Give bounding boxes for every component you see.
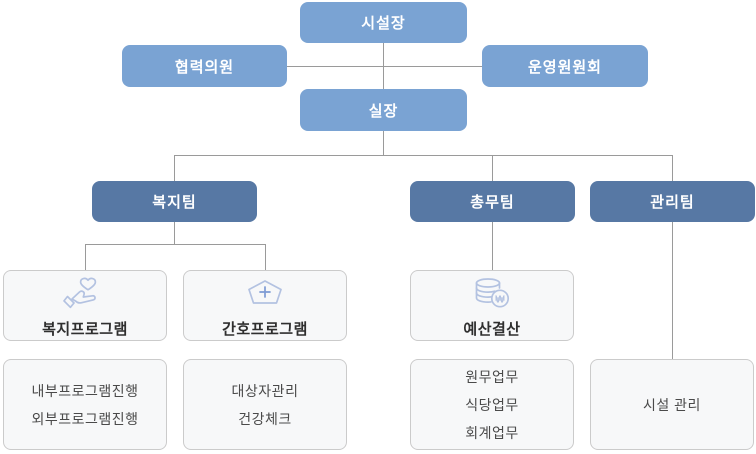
won-symbol: ₩ <box>495 295 505 306</box>
node-label: 관리팀 <box>650 194 695 211</box>
hand-holding-heart-icon <box>63 274 107 314</box>
node-cooperating-clinic: 협력의원 <box>122 45 287 87</box>
task-item: 식당업무 <box>465 396 519 413</box>
node-welfare-program: 복지프로그램 <box>3 270 167 341</box>
nurse-cap-cross-icon <box>243 274 287 314</box>
connector-line <box>492 155 493 181</box>
connector-line <box>174 155 175 181</box>
node-label: 간호프로그램 <box>222 321 308 338</box>
connector-line <box>174 155 672 156</box>
connector-line <box>287 66 482 67</box>
connector-line <box>383 131 384 155</box>
node-budget-settlement: ₩ 예산결산 <box>410 270 574 341</box>
connector-line <box>174 222 175 244</box>
node-label: 예산결산 <box>463 321 521 338</box>
coins-won-icon: ₩ <box>470 274 514 314</box>
connector-line <box>85 244 86 270</box>
connector-line <box>85 244 265 245</box>
task-item: 외부프로그램진행 <box>31 410 139 427</box>
node-general-affairs-team: 총무팀 <box>410 181 575 222</box>
node-label: 총무팀 <box>470 194 515 211</box>
task-item: 대상자관리 <box>231 382 299 399</box>
connector-line <box>672 155 673 181</box>
task-item: 내부프로그램진행 <box>31 382 139 399</box>
task-item: 회계업무 <box>465 424 519 441</box>
task-item: 건강체크 <box>238 410 292 427</box>
node-label: 복지팀 <box>152 194 197 211</box>
node-nursing-program: 간호프로그램 <box>183 270 347 341</box>
node-label: 복지프로그램 <box>42 321 128 338</box>
task-item: 시설 관리 <box>643 396 701 413</box>
node-nursing-tasks: 대상자관리 건강체크 <box>183 359 347 450</box>
node-general-affairs-tasks: 원무업무 식당업무 회계업무 <box>410 359 574 450</box>
node-operating-committee: 운영원원회 <box>482 45 648 87</box>
connector-line <box>492 222 493 270</box>
connector-line <box>672 222 673 359</box>
node-welfare-tasks: 내부프로그램진행 외부프로그램진행 <box>3 359 167 450</box>
node-label: 운영원원회 <box>527 58 602 76</box>
node-label: 시설장 <box>361 15 406 32</box>
node-office-head: 실장 <box>300 89 467 131</box>
node-label: 실장 <box>368 102 399 120</box>
task-item: 원무업무 <box>465 368 519 385</box>
node-label: 협력의원 <box>174 58 235 76</box>
node-management-tasks: 시설 관리 <box>590 359 754 450</box>
node-facility-head: 시설장 <box>300 2 467 43</box>
node-management-team: 관리팀 <box>590 181 755 222</box>
connector-line <box>265 244 266 270</box>
node-welfare-team: 복지팀 <box>92 181 257 222</box>
